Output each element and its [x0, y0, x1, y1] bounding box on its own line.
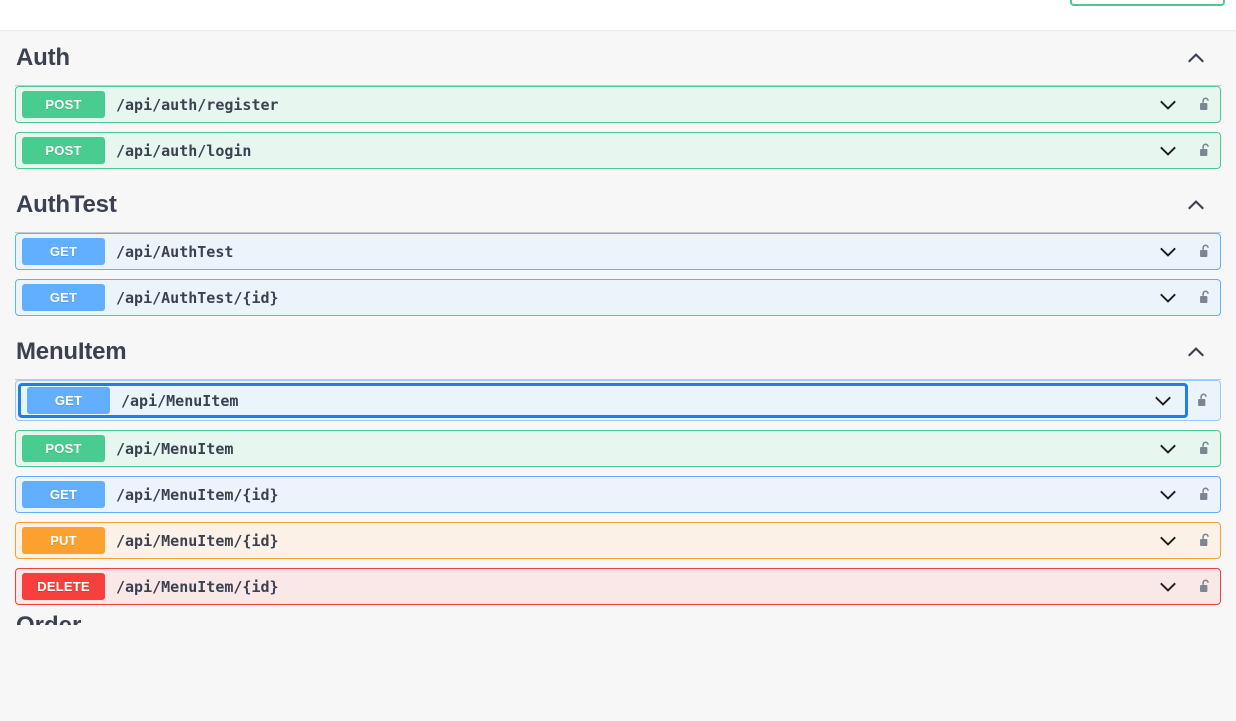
operation-toggle-get[interactable]: GET/api/MenuItem/{id}: [16, 477, 1190, 512]
chevron-up-icon[interactable]: [1186, 48, 1206, 68]
endpoint-path: /api/MenuItem/{id}: [116, 531, 279, 550]
http-method-badge: GET: [22, 284, 105, 311]
unlocked-padlock-icon[interactable]: [1190, 431, 1220, 466]
operation-row: POST/api/MenuItem: [15, 430, 1221, 467]
operation-toggle-get[interactable]: GET/api/MenuItem: [18, 383, 1188, 418]
tag-title: AuthTest: [16, 191, 117, 218]
operation-toggle-post[interactable]: POST/api/auth/register: [16, 87, 1190, 122]
chevron-down-icon[interactable]: [1158, 439, 1178, 459]
tag-header-authtest[interactable]: AuthTest: [15, 178, 1221, 233]
authorize-button[interactable]: Authorize: [1070, 0, 1225, 6]
operation-row: GET/api/MenuItem/{id}: [15, 476, 1221, 513]
endpoint-path: /api/auth/login: [116, 141, 252, 160]
operation-row: POST/api/auth/login: [15, 132, 1221, 169]
chevron-down-icon[interactable]: [1153, 391, 1173, 411]
endpoint-path: /api/auth/register: [116, 95, 279, 114]
http-method-badge: POST: [22, 137, 105, 164]
http-method-badge: POST: [22, 91, 105, 118]
http-method-badge: GET: [22, 481, 105, 508]
endpoint-path: /api/MenuItem/{id}: [116, 577, 279, 596]
next-section-peek-title: Order: [0, 614, 1236, 625]
chevron-down-icon[interactable]: [1158, 485, 1178, 505]
endpoint-path: /api/MenuItem: [121, 391, 239, 410]
operation-row: POST/api/auth/register: [15, 86, 1221, 123]
chevron-down-icon[interactable]: [1158, 95, 1178, 115]
operation-row: PUT/api/MenuItem/{id}: [15, 522, 1221, 559]
tag-title: MenuItem: [16, 338, 127, 365]
endpoint-path: /api/AuthTest: [116, 242, 234, 261]
unlocked-padlock-icon[interactable]: [1190, 234, 1220, 269]
topbar-strip: Authorize: [0, 0, 1236, 31]
unlocked-padlock-icon[interactable]: [1190, 87, 1220, 122]
http-method-badge: GET: [22, 238, 105, 265]
operation-row: DELETE/api/MenuItem/{id}: [15, 568, 1221, 605]
operation-toggle-post[interactable]: POST/api/auth/login: [16, 133, 1190, 168]
operation-toggle-post[interactable]: POST/api/MenuItem: [16, 431, 1190, 466]
endpoint-path: /api/MenuItem: [116, 439, 234, 458]
operation-row: GET/api/MenuItem: [15, 380, 1221, 421]
tag-title: Auth: [16, 44, 70, 71]
tag-header-menuitem[interactable]: MenuItem: [15, 325, 1221, 380]
chevron-down-icon[interactable]: [1158, 577, 1178, 597]
unlocked-padlock-icon[interactable]: [1188, 383, 1218, 418]
unlocked-padlock-icon[interactable]: [1190, 523, 1220, 558]
endpoint-path: /api/MenuItem/{id}: [116, 485, 279, 504]
chevron-down-icon[interactable]: [1158, 141, 1178, 161]
operation-row: GET/api/AuthTest/{id}: [15, 279, 1221, 316]
chevron-down-icon[interactable]: [1158, 242, 1178, 262]
operation-row: GET/api/AuthTest: [15, 233, 1221, 270]
unlocked-padlock-icon[interactable]: [1190, 477, 1220, 512]
operation-toggle-delete[interactable]: DELETE/api/MenuItem/{id}: [16, 569, 1190, 604]
operation-toggle-get[interactable]: GET/api/AuthTest: [16, 234, 1190, 269]
unlocked-padlock-icon[interactable]: [1190, 569, 1220, 604]
http-method-badge: PUT: [22, 527, 105, 554]
chevron-up-icon[interactable]: [1186, 195, 1206, 215]
http-method-badge: POST: [22, 435, 105, 462]
chevron-up-icon[interactable]: [1186, 342, 1206, 362]
chevron-down-icon[interactable]: [1158, 531, 1178, 551]
http-method-badge: DELETE: [22, 573, 105, 600]
operation-toggle-put[interactable]: PUT/api/MenuItem/{id}: [16, 523, 1190, 558]
operation-toggle-get[interactable]: GET/api/AuthTest/{id}: [16, 280, 1190, 315]
chevron-down-icon[interactable]: [1158, 288, 1178, 308]
http-method-badge: GET: [27, 387, 110, 414]
tag-header-auth[interactable]: Auth: [15, 31, 1221, 86]
unlocked-padlock-icon[interactable]: [1190, 280, 1220, 315]
endpoint-path: /api/AuthTest/{id}: [116, 288, 279, 307]
unlocked-padlock-icon[interactable]: [1190, 133, 1220, 168]
